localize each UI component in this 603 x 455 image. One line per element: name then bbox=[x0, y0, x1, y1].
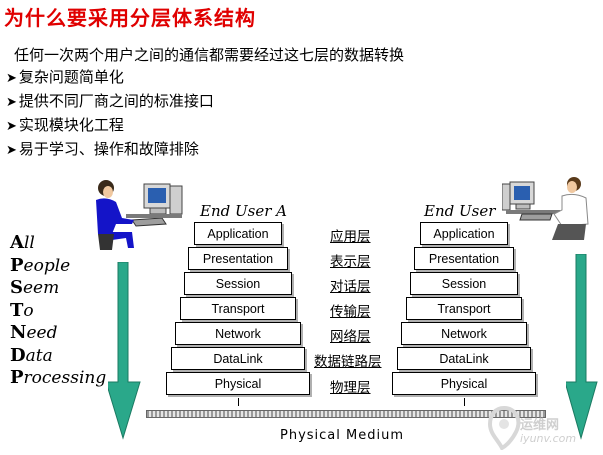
physical-medium-label: Physical Medium bbox=[280, 428, 404, 443]
cn-layer-label: 表示层 bbox=[330, 254, 371, 270]
stack-b-layer-session: Session bbox=[410, 272, 518, 295]
slide-title: 为什么要采用分层体系结构 bbox=[4, 6, 256, 30]
cn-layer-label: 物理层 bbox=[330, 380, 371, 396]
stack-b-layer-application: Application bbox=[420, 222, 508, 245]
intro-text: 任何一次两个用户之间的通信都需要经过这七层的数据转换 bbox=[14, 46, 405, 64]
cn-layer-label: 传输层 bbox=[330, 304, 371, 320]
down-arrow-left-icon bbox=[108, 262, 141, 440]
mnemonic-line: Processing bbox=[10, 367, 107, 388]
benefit-item: ➤提供不同厂商之间的标准接口 bbox=[6, 92, 214, 110]
stack-a-layer-application: Application bbox=[194, 222, 282, 245]
stack-a-layer-session: Session bbox=[184, 272, 292, 295]
mnemonic-line: Data bbox=[10, 344, 53, 366]
mnemonic-line: Seem bbox=[10, 277, 60, 298]
watermark-url: iyunv.com bbox=[520, 432, 577, 445]
stack-a-layer-network: Network bbox=[175, 322, 301, 345]
physical-medium-bar bbox=[146, 410, 546, 418]
user-at-computer-right-icon bbox=[502, 177, 589, 240]
stack-a-layer-physical: Physical bbox=[166, 372, 310, 395]
mnemonic-line: Need bbox=[10, 322, 58, 343]
stack-a-title: End User A bbox=[200, 202, 287, 220]
stack-b-layer-network: Network bbox=[401, 322, 527, 345]
arrowhead-right-icon: ➤ bbox=[6, 71, 17, 86]
stack-b-layer-transport: Transport bbox=[406, 297, 522, 320]
benefit-item: ➤易于学习、操作和故障排除 bbox=[6, 140, 199, 158]
osi-mnemonic: All People Seem To Need Data Processing bbox=[10, 232, 106, 390]
mnemonic-line: All bbox=[10, 232, 35, 253]
mnemonic-line: To bbox=[10, 299, 34, 321]
benefit-item: ➤实现模块化工程 bbox=[6, 116, 124, 134]
stack-b-layer-datalink: DataLink bbox=[397, 347, 531, 370]
stack-b-layer-physical: Physical bbox=[392, 372, 536, 395]
cn-layer-label: 应用层 bbox=[330, 229, 371, 245]
cn-layer-label: 数据链路层 bbox=[314, 354, 382, 370]
arrowhead-right-icon: ➤ bbox=[6, 143, 17, 158]
benefit-item: ➤复杂问题简单化 bbox=[6, 68, 124, 86]
stack-b-title: End User bbox=[424, 202, 496, 220]
stack-a-layer-presentation: Presentation bbox=[188, 247, 288, 270]
cn-layer-label: 网络层 bbox=[330, 329, 371, 345]
stack-b-layer-presentation: Presentation bbox=[414, 247, 514, 270]
stack-b-connector bbox=[464, 398, 465, 406]
benefit-list: ➤复杂问题简单化 ➤提供不同厂商之间的标准接口 ➤实现模块化工程 ➤易于学习、操… bbox=[6, 66, 214, 162]
watermark-text: 运维网 bbox=[520, 418, 560, 433]
user-at-computer-left-icon bbox=[96, 180, 183, 250]
watermark-logo-icon bbox=[487, 405, 521, 450]
arrowhead-right-icon: ➤ bbox=[6, 119, 17, 134]
stack-a-layer-transport: Transport bbox=[180, 297, 296, 320]
arrowhead-right-icon: ➤ bbox=[6, 95, 17, 110]
down-arrow-right-icon bbox=[566, 254, 598, 440]
cn-layer-label: 对话层 bbox=[330, 279, 371, 295]
stack-a-connector bbox=[238, 398, 239, 406]
mnemonic-line: People bbox=[10, 254, 71, 276]
stack-a-layer-datalink: DataLink bbox=[171, 347, 305, 370]
